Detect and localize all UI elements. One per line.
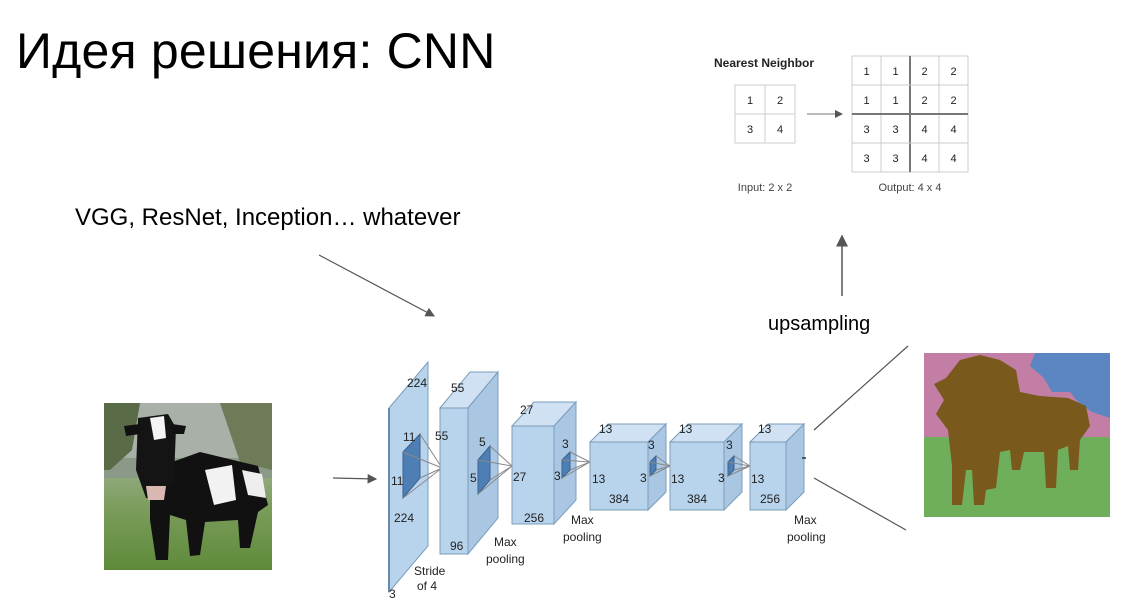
cnn-layer-3: 27 27 3 3 256 Max pooling (510, 400, 602, 544)
nn-input-cell: 1 (747, 95, 753, 107)
layer1-depth: 3 (389, 587, 396, 601)
nn-output-cell: 3 (863, 124, 869, 136)
layer3-note: Max (571, 513, 594, 527)
layer6-height: 13 (758, 422, 772, 436)
nn-input-caption: Input: 2 x 2 (738, 182, 792, 194)
layer3-note: pooling (563, 530, 602, 544)
layer1-note: of 4 (417, 579, 437, 593)
layer5-kernel-w: 3 (718, 471, 725, 485)
nn-output-cell: 1 (863, 95, 869, 107)
cow-photo (104, 403, 272, 570)
nn-output-grid: 1 1 2 2 1 1 2 2 3 3 4 4 3 3 4 4 (851, 55, 969, 173)
nn-output-cell: 4 (921, 124, 927, 136)
layer6-note: pooling (787, 530, 826, 544)
layer6-note: Max (794, 513, 817, 527)
cnn-layer-6: 13 13 256 Max pooling (748, 422, 826, 544)
layer2-depth: 96 (450, 539, 464, 553)
nn-input-grid: 1 2 3 4 (734, 84, 796, 144)
upsampling-line-bottom (813, 477, 907, 531)
layer3-kernel-h: 3 (562, 437, 569, 451)
nn-output-cell: 3 (892, 124, 898, 136)
cnn-layer-4: 13 13 3 3 384 (588, 422, 671, 512)
nn-input-cell: 2 (777, 95, 783, 107)
layer4-height: 13 (599, 422, 613, 436)
caption-pointer-arrow (318, 254, 436, 317)
layer4-width: 13 (592, 472, 606, 486)
layer3-width: 27 (513, 470, 527, 484)
layer2-height: 55 (451, 381, 465, 395)
nn-output-cell: 4 (950, 124, 956, 136)
layer5-width: 13 (671, 472, 685, 486)
layer1-width: 224 (394, 511, 414, 525)
layer2-note: Max (494, 535, 517, 549)
upsampling-label: upsampling (768, 313, 871, 335)
upsampling-line-top (813, 345, 909, 431)
nn-output-cell: 1 (863, 66, 869, 78)
nn-output-cell: 2 (950, 66, 956, 78)
layer3-height: 27 (520, 403, 534, 417)
nn-output-cell: 2 (921, 66, 927, 78)
nn-output-cell: 1 (892, 95, 898, 107)
layer2-width: 55 (435, 429, 449, 443)
layer5-kernel-h: 3 (726, 438, 733, 452)
segmentation-map (924, 353, 1110, 517)
slide-title: Идея решения: CNN (16, 23, 496, 79)
cnn-layer-5: 13 13 3 3 384 (668, 422, 751, 512)
nearest-neighbor-figure: Nearest Neighbor 1 2 3 4 1 1 2 2 1 1 2 2 3 3 4 4 3 3 4… (714, 55, 969, 194)
layer5-depth: 384 (687, 492, 707, 506)
layer2-kernel-h: 5 (479, 435, 486, 449)
layer1-kernel-w: 11 (391, 474, 404, 488)
nn-output-cell: 3 (892, 153, 898, 165)
layer6-width: 13 (751, 472, 765, 486)
layer6-depth: 256 (760, 492, 780, 506)
layer1-height: 224 (407, 376, 427, 390)
network-caption: VGG, ResNet, Inception… whatever (75, 204, 461, 231)
layer4-kernel-h: 3 (648, 438, 655, 452)
nn-output-cell: 1 (892, 66, 898, 78)
layer1-kernel-h: 11 (403, 430, 416, 444)
cnn-architecture: 224 11 11 224 3 Stride of 4 55 55 5 5 96… (388, 360, 826, 601)
nn-output-caption: Output: 4 x 4 (879, 182, 942, 194)
nn-title: Nearest Neighbor (714, 56, 814, 70)
nn-output-cell: 4 (921, 153, 927, 165)
layer3-kernel-w: 3 (554, 469, 561, 483)
nn-output-cell: 2 (921, 95, 927, 107)
layer5-height: 13 (679, 422, 693, 436)
layer2-kernel-w: 5 (470, 471, 477, 485)
layer4-depth: 384 (609, 492, 629, 506)
layer4-kernel-w: 3 (640, 471, 647, 485)
cnn-layer-2: 55 55 5 5 96 Max pooling (435, 370, 525, 566)
nn-output-cell: 2 (950, 95, 956, 107)
nn-output-cell: 3 (863, 153, 869, 165)
layer2-note: pooling (486, 552, 525, 566)
input-arrow (332, 474, 378, 484)
layer3-depth: 256 (524, 511, 544, 525)
nn-output-cell: 4 (950, 153, 956, 165)
cnn-layer-1: 224 11 11 224 3 Stride of 4 (388, 360, 446, 601)
nn-input-cell: 3 (747, 124, 753, 136)
layer1-note: Stride (414, 564, 446, 578)
nn-input-cell: 4 (777, 124, 783, 136)
